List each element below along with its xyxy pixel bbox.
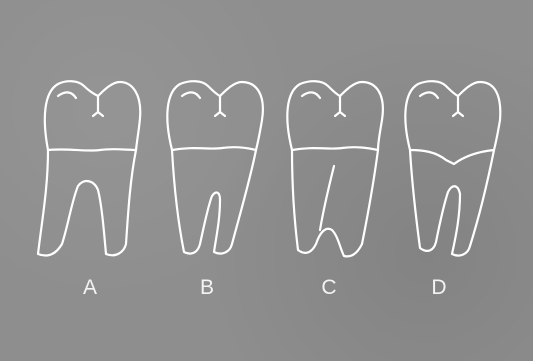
tooth-b xyxy=(167,81,263,253)
label-a: A xyxy=(78,276,102,300)
tooth-c-cusp xyxy=(302,92,320,98)
tooth-b-fissure xyxy=(215,96,225,116)
tooth-a-cervical-line xyxy=(48,149,136,150)
label-b: B xyxy=(195,276,219,300)
tooth-b-cervical-line xyxy=(172,147,256,150)
tooth-c-cervical-line xyxy=(292,147,378,150)
tooth-d-fissure xyxy=(453,96,463,116)
tooth-b-cusp xyxy=(182,92,200,98)
tooth-d xyxy=(405,81,500,255)
tooth-a-cusp xyxy=(58,92,76,98)
tooth-a-outline-roots xyxy=(38,150,136,256)
tooth-d-cervical-line xyxy=(410,150,494,164)
tooth-d-outline-roots xyxy=(410,150,494,256)
tooth-c-root-division xyxy=(320,166,334,230)
tooth-c-fissure xyxy=(335,96,345,116)
label-c: C xyxy=(317,276,341,300)
tooth-a-fissure xyxy=(93,96,103,116)
tooth-d-cusp xyxy=(420,92,438,98)
tooth-c xyxy=(287,81,383,256)
tooth-b-outline-roots xyxy=(172,150,256,254)
tooth-a xyxy=(38,81,140,255)
label-d: D xyxy=(427,276,451,300)
